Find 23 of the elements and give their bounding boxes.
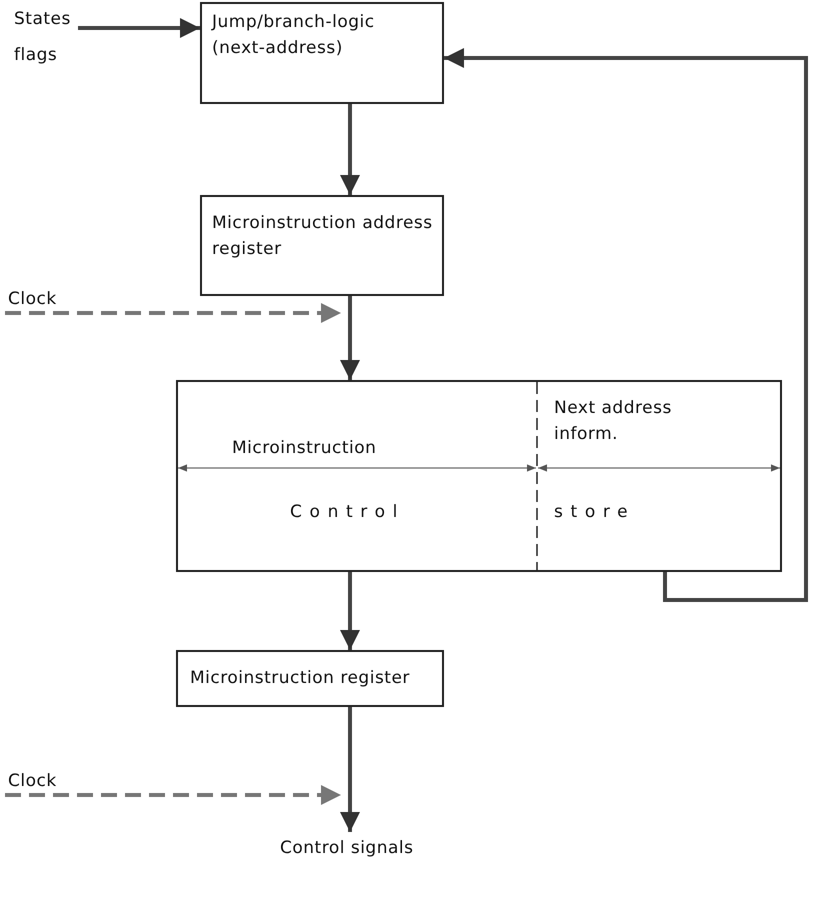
clock-arrow <box>5 303 341 323</box>
register-box <box>176 650 444 707</box>
clock-arrow <box>5 785 341 805</box>
store-label: Control <box>290 501 406 524</box>
clock-label: Clock <box>8 769 68 795</box>
clock-label: Clock <box>8 287 68 313</box>
box-label: Microinstruction address register <box>212 212 434 260</box>
box-label: Microinstruction register <box>190 667 411 690</box>
box-label: Jump/branch-logic (next-address) <box>212 11 376 60</box>
arrow <box>78 18 200 38</box>
arrow <box>340 104 360 195</box>
field-label: Microinstruction <box>232 437 378 460</box>
store-label: store <box>554 501 636 524</box>
output-label: Control signals <box>280 836 430 862</box>
control-store-box <box>176 380 782 572</box>
logic-box <box>200 2 444 104</box>
field-label: Next address inform. <box>554 397 673 446</box>
arrow <box>340 572 360 650</box>
input-label: States flags <box>14 10 76 68</box>
arrow <box>340 296 360 380</box>
arrow <box>444 48 808 602</box>
arrow <box>340 707 360 832</box>
register-box <box>200 195 444 296</box>
